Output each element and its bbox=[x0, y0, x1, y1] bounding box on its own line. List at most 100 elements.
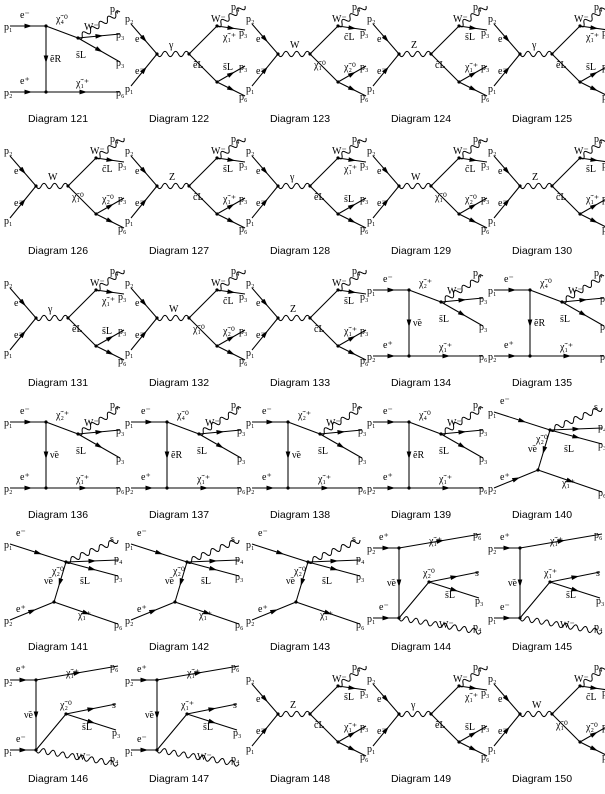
particle-label: p₃ bbox=[360, 194, 369, 205]
particle-label: p₃ bbox=[239, 292, 248, 303]
arrow-icon bbox=[300, 577, 306, 587]
particle-label: p₃ bbox=[479, 454, 488, 465]
vertex-dot bbox=[215, 156, 219, 160]
particle-label: s̃L bbox=[564, 444, 574, 455]
vertex-dot bbox=[518, 712, 522, 716]
arrow-icon bbox=[502, 166, 510, 175]
propagator-boson bbox=[156, 314, 190, 322]
arrow-icon bbox=[139, 66, 147, 75]
particle-label: p₁ bbox=[488, 216, 497, 227]
w-boson bbox=[319, 406, 363, 436]
arrow-icon bbox=[347, 745, 356, 751]
particle-label: e⁻ bbox=[256, 726, 266, 737]
vertex-dot bbox=[407, 486, 411, 490]
vertex-dot bbox=[336, 684, 340, 688]
particle-label: e⁺ bbox=[377, 694, 387, 705]
particle-label: e⁻ bbox=[500, 602, 510, 613]
particle-label: p₄ bbox=[231, 754, 240, 765]
arrow-icon bbox=[458, 297, 467, 303]
particle-label: ν̃e bbox=[528, 444, 538, 455]
arrow-icon bbox=[105, 349, 114, 355]
particle-label: s̃L bbox=[439, 314, 449, 325]
feynman-diagram: p₁p₂e⁻e⁺ẽRχ̃₄⁰p₄p₃p₃p₆W⁻s̃Lχ̃₁⁺Diagram … bbox=[367, 400, 488, 521]
diagram-caption: Diagram 136 bbox=[28, 509, 88, 521]
arrow-icon bbox=[563, 353, 572, 359]
arrow-icon bbox=[216, 429, 225, 435]
vertex-dot bbox=[76, 36, 80, 40]
arrow-icon bbox=[336, 442, 345, 449]
particle-label: ν̃e bbox=[387, 578, 397, 589]
particle-label: p₂ bbox=[4, 616, 13, 627]
particle-label: χ̃₁⁺ bbox=[343, 164, 357, 175]
particle-label: p₂ bbox=[125, 146, 134, 157]
particle-label: ν̃e bbox=[50, 450, 60, 461]
w-boson bbox=[216, 137, 246, 160]
propagator-boson bbox=[519, 710, 553, 718]
vertex-dot bbox=[429, 184, 433, 188]
propagator-boson bbox=[519, 50, 553, 58]
diagram-caption: Diagram 141 bbox=[28, 641, 88, 653]
propagator-boson bbox=[156, 182, 190, 190]
particle-label: p₃ bbox=[481, 62, 490, 73]
w-boson bbox=[398, 616, 482, 635]
arrow-icon bbox=[511, 477, 520, 483]
particle-label: W⁻ bbox=[211, 278, 226, 289]
particle-label: W⁻ bbox=[90, 146, 105, 157]
particle-label: χ̃₁⁺ bbox=[75, 474, 89, 485]
arrow-icon bbox=[570, 586, 580, 592]
particle-label: p₂ bbox=[488, 14, 497, 25]
vertex-dot bbox=[165, 420, 169, 424]
particle-label: γ bbox=[531, 40, 537, 51]
particle-label: W⁻ bbox=[568, 286, 583, 297]
vertex-dot bbox=[155, 316, 159, 320]
arrow-icon bbox=[18, 198, 26, 207]
arrow-icon bbox=[269, 609, 278, 615]
arrow-icon bbox=[18, 330, 26, 339]
diagram-caption: Diagram 121 bbox=[28, 113, 88, 125]
particle-label: p₃ bbox=[596, 596, 605, 607]
particle-label: W⁻ bbox=[90, 278, 105, 289]
particle-label: Z bbox=[532, 172, 538, 183]
sparticle-line bbox=[309, 185, 339, 215]
arrow-icon bbox=[557, 539, 566, 544]
w-boson bbox=[186, 539, 240, 564]
particle-label: W⁻ bbox=[84, 418, 99, 429]
particle-label: ν̃e bbox=[165, 576, 175, 587]
particle-label: p₁ bbox=[246, 744, 255, 755]
particle-label: p₆ bbox=[602, 92, 605, 103]
arrow-icon bbox=[260, 298, 268, 307]
particle-label: p₃ bbox=[237, 454, 246, 465]
sparticle-line bbox=[551, 685, 581, 715]
diagram-caption: Diagram 122 bbox=[149, 113, 209, 125]
arrow-icon bbox=[260, 330, 268, 339]
arrow-icon bbox=[457, 310, 466, 317]
arrow-icon bbox=[95, 429, 104, 435]
particle-label: s̃L bbox=[197, 446, 207, 457]
vertex-dot bbox=[215, 344, 219, 348]
particle-label: W⁻ bbox=[332, 146, 347, 157]
arrow-icon bbox=[266, 419, 275, 425]
vertex-dot bbox=[308, 712, 312, 716]
particle-label: p₃ bbox=[360, 688, 369, 699]
w-boson bbox=[307, 539, 361, 564]
particle-label: ẽL bbox=[314, 192, 325, 203]
particle-label: W bbox=[48, 172, 58, 183]
diagram-caption: Diagram 145 bbox=[512, 641, 572, 653]
particle-label: p₃ bbox=[479, 294, 488, 305]
arrow-icon bbox=[542, 445, 548, 455]
particle-label: p₄ bbox=[473, 134, 482, 145]
particle-label: p₁ bbox=[367, 84, 376, 95]
particle-label: W⁻ bbox=[447, 286, 462, 297]
arrow-icon bbox=[589, 217, 598, 223]
particle-label: p₂ bbox=[246, 616, 255, 627]
w-boson bbox=[337, 5, 367, 28]
w-boson bbox=[561, 274, 605, 304]
particle-label: p₁ bbox=[246, 84, 255, 95]
particle-label: p₃ bbox=[358, 454, 367, 465]
particle-label: c̃L bbox=[344, 32, 355, 43]
particle-label: p₃ bbox=[118, 292, 127, 303]
particle-label: χ̃₁⁺ bbox=[75, 78, 89, 89]
vertex-dot bbox=[34, 678, 38, 682]
arrow-icon bbox=[321, 485, 330, 491]
